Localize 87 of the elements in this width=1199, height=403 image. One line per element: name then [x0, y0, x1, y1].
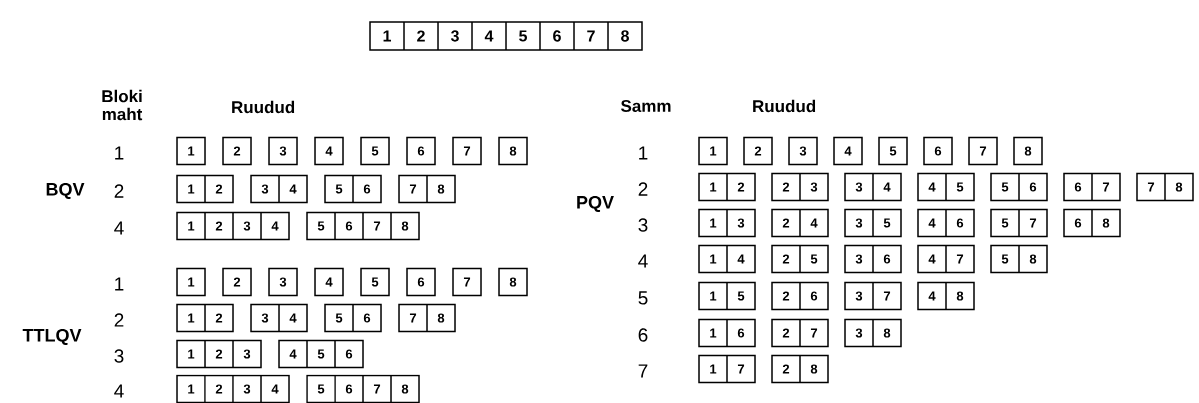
- row-number: 1: [115, 146, 124, 160]
- numbered-cells: 5 6 7 8: [306, 211, 420, 241]
- numbered-cells: 2: [222, 136, 252, 166]
- numbered-cells: 1 7: [698, 354, 756, 384]
- row-number: 1: [639, 146, 648, 160]
- numbered-cells: 4: [314, 136, 344, 166]
- numbered-cells: 5: [878, 136, 908, 166]
- numbered-cells: 2 3: [771, 172, 829, 202]
- numbered-cells: 7 8: [398, 174, 456, 204]
- numbered-cells: 4 5: [917, 172, 975, 202]
- header-label: Samm: [621, 99, 671, 112]
- numbered-cells: 7: [968, 136, 998, 166]
- numbered-cells: 1: [176, 267, 206, 297]
- numbered-cells: 8: [498, 136, 528, 166]
- numbered-cells: 1 5: [698, 281, 756, 311]
- row-number: 7: [638, 364, 648, 378]
- numbered-cells: 5 6: [990, 172, 1048, 202]
- row-number: 3: [638, 218, 648, 232]
- numbered-cells: 3 4: [250, 174, 308, 204]
- numbered-cells: 6 8: [1063, 208, 1121, 238]
- numbered-cells: 1 6: [698, 318, 756, 348]
- numbered-cells: 4 7: [917, 244, 975, 274]
- numbered-cells: 5 6 7 8: [306, 374, 420, 403]
- row-number: 4: [114, 384, 124, 398]
- numbered-cells: 5: [360, 267, 390, 297]
- numbered-cells: 3 7: [844, 281, 902, 311]
- row-number: 4: [638, 254, 648, 268]
- numbered-cells: 5 6: [324, 174, 382, 204]
- numbered-cells: 1: [176, 136, 206, 166]
- numbered-cells: 5 8: [990, 244, 1048, 274]
- numbered-cells: 1 2: [176, 174, 234, 204]
- numbered-cells: 5: [360, 136, 390, 166]
- row-number: 3: [114, 349, 124, 363]
- numbered-cells: 4: [314, 267, 344, 297]
- numbered-cells: 6: [923, 136, 953, 166]
- numbered-cells: 1 2 3 4: [176, 211, 290, 241]
- numbered-cells: 2 6: [771, 281, 829, 311]
- row-number: 2: [114, 184, 124, 198]
- numbered-cells: 1 2 3 4: [176, 374, 290, 403]
- row-number: 2: [638, 182, 648, 196]
- numbered-cells: 1 2 3: [176, 339, 262, 369]
- numbered-cells: 8: [498, 267, 528, 297]
- numbered-cells: 6: [406, 136, 436, 166]
- numbered-cells: 3: [268, 136, 298, 166]
- numbered-cells: 3: [788, 136, 818, 166]
- numbered-cells: 3 4: [250, 303, 308, 333]
- numbered-cells: 2 8: [771, 354, 829, 384]
- numbered-cells: 8: [1013, 136, 1043, 166]
- numbered-cells: 5 7: [990, 208, 1048, 238]
- numbered-cells: 4: [833, 136, 863, 166]
- row-number: 1: [115, 277, 124, 291]
- numbered-cells: 3 4: [844, 172, 902, 202]
- section-label: PQV: [577, 195, 614, 213]
- numbered-cells: 1 2: [176, 303, 234, 333]
- row-number: 6: [638, 328, 648, 342]
- row-number: 4: [114, 221, 124, 235]
- numbered-cells: 4 8: [917, 281, 975, 311]
- header-label: Ruudud: [753, 99, 816, 113]
- numbered-cells: 2: [743, 136, 773, 166]
- header-label: Bloki maht: [102, 89, 143, 121]
- numbered-cells: 6: [406, 267, 436, 297]
- section-label: BQV: [46, 182, 85, 200]
- numbered-cells: 2 7: [771, 318, 829, 348]
- numbered-cells: 7: [452, 136, 482, 166]
- row-number: 2: [114, 313, 124, 327]
- numbered-cells: 3 6: [844, 244, 902, 274]
- numbered-cells: 3 5: [844, 208, 902, 238]
- header-label: Ruudud: [232, 100, 295, 114]
- numbered-cells: 7: [452, 267, 482, 297]
- numbered-cells: 4 6: [917, 208, 975, 238]
- numbered-cells: 3: [268, 267, 298, 297]
- numbered-cells: 5 6: [324, 303, 382, 333]
- numbered-cells: 1 2: [698, 172, 756, 202]
- section-label: TTLQV: [22, 328, 82, 346]
- numbered-cells: 2 4: [771, 208, 829, 238]
- numbered-cells: 7 8: [1136, 172, 1194, 202]
- numbered-cells: 3 8: [844, 318, 902, 348]
- numbered-cells: 2: [222, 267, 252, 297]
- numbered-cells: 4 5 6: [278, 339, 364, 369]
- numbered-cells: 6 7: [1063, 172, 1121, 202]
- numbered-cells: 2 5: [771, 244, 829, 274]
- numbered-cells: 7 8: [398, 303, 456, 333]
- numbered-cells: 1 3: [698, 208, 756, 238]
- row-number: 5: [638, 291, 648, 305]
- numbered-cells: 1: [698, 136, 728, 166]
- numbered-cells: 1 2 3 4 5 6 7 8: [369, 21, 643, 51]
- numbered-cells: 1 4: [698, 244, 756, 274]
